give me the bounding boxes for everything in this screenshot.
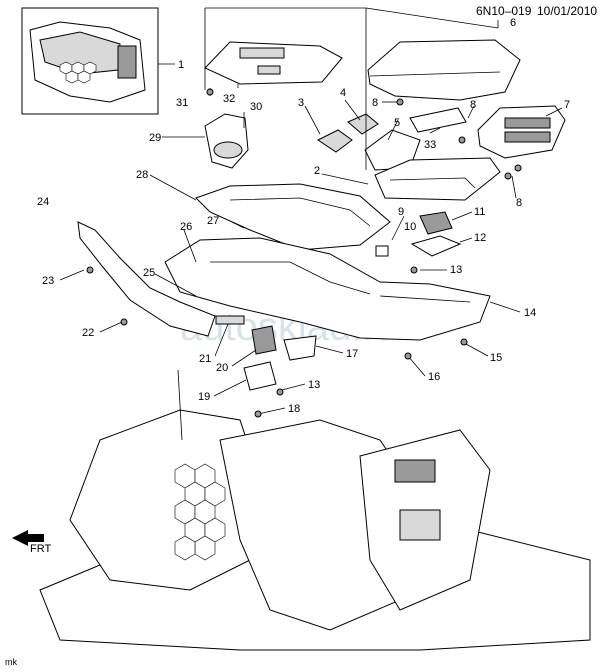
callout-33: 33 (424, 139, 436, 151)
locator-inset (21, 7, 175, 115)
lower-console-assembly (39, 369, 591, 651)
corner-label: mk (5, 657, 17, 667)
callout-31: 31 (176, 97, 188, 109)
part-7-rear-control-unit (477, 105, 566, 159)
callout-17: 17 (346, 348, 358, 360)
callout-8c: 8 (516, 197, 522, 209)
callout-30: 30 (250, 101, 262, 113)
callout-7: 7 (564, 99, 570, 111)
part-10-plug (375, 245, 389, 257)
callout-13b: 13 (308, 379, 320, 391)
inset-hex-grid (59, 61, 97, 84)
fasteners (86, 88, 522, 418)
part-33-hinge (409, 107, 467, 133)
diagram-date: 10/01/2010 (537, 4, 598, 18)
callout-6: 6 (510, 17, 516, 29)
part-5-storage-bin (364, 129, 421, 171)
callout-19: 19 (198, 391, 210, 403)
callout-1: 1 (178, 59, 184, 71)
part-6-armrest-lid (367, 39, 521, 101)
part-28-console-trim (195, 183, 391, 251)
callout-9: 9 (398, 206, 404, 218)
callout-23: 23 (42, 275, 54, 287)
callout-21: 21 (199, 353, 211, 365)
callout-16: 16 (428, 371, 440, 383)
callout-18: 18 (288, 403, 300, 415)
part-3-switch (317, 129, 353, 153)
callout-15: 15 (490, 352, 502, 364)
callout-12: 12 (474, 232, 486, 244)
callout-3: 3 (298, 97, 304, 109)
part-32-trim-plate (204, 41, 343, 85)
honeycomb-structure (174, 463, 226, 561)
leader-lines (59, 7, 563, 415)
callout-8a: 8 (372, 97, 378, 109)
part-4-switch (347, 113, 379, 135)
part-20-switch (251, 325, 277, 355)
callout-11: 11 (474, 206, 485, 218)
part-21-clip (215, 315, 245, 325)
part-17-pocket (283, 335, 317, 361)
part-14-console-base (164, 237, 491, 341)
callout-20: 20 (216, 362, 228, 374)
callout-4: 4 (340, 87, 346, 99)
diagram-reference-id: 6N10–019 (476, 4, 532, 18)
callout-26: 26 (180, 221, 192, 233)
callout-24: 24 (37, 196, 49, 208)
part-12-bracket (410, 235, 462, 257)
callout-22: 22 (82, 327, 94, 339)
part-19-bracket (243, 361, 277, 391)
part-24-side-panel (77, 221, 216, 337)
front-direction-arrow: FRT (12, 530, 51, 555)
callout-14: 14 (524, 307, 536, 319)
callout-5: 5 (394, 117, 400, 129)
part-2-tray (374, 157, 501, 201)
part-29-cupholder (204, 113, 249, 169)
callout-28: 28 (136, 169, 148, 181)
callout-2: 2 (314, 165, 320, 177)
callout-25: 25 (143, 267, 155, 279)
front-direction-label: FRT (30, 543, 51, 555)
part-11-switch-block (419, 211, 453, 235)
callout-27: 27 (207, 215, 219, 227)
callout-10: 10 (404, 221, 416, 233)
callout-29: 29 (149, 132, 161, 144)
callout-8b: 8 (470, 99, 476, 111)
callout-13a: 13 (450, 264, 462, 276)
callout-32: 32 (223, 93, 235, 105)
